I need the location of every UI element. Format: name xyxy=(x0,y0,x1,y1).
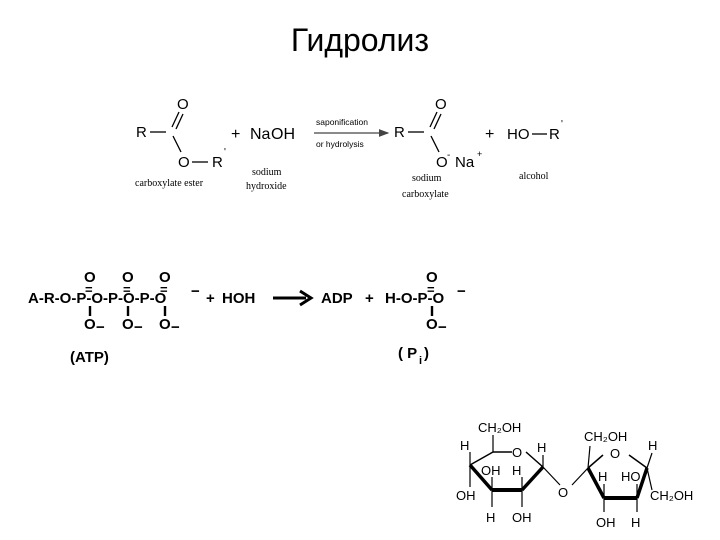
arrow-label-saponification: saponification xyxy=(316,117,368,127)
glycosidic-bond-1 xyxy=(542,466,561,486)
atp-o-charge-2: − xyxy=(134,319,143,336)
label-pi-open: ( P xyxy=(398,345,417,362)
alcohol-r: R xyxy=(549,126,560,143)
ester-r-prime: R xyxy=(212,154,223,171)
glucose-ring-bond-1 xyxy=(469,451,494,466)
fructose-h-1: H xyxy=(648,438,657,453)
atp-water: HOH xyxy=(222,290,255,307)
atp-o-top-2: O xyxy=(122,269,134,286)
product-o-top: O xyxy=(435,96,447,113)
glucose-ring-bond-6 xyxy=(468,463,494,492)
ester-r: R xyxy=(136,124,147,141)
atp-terminal-charge: − xyxy=(191,283,200,300)
fructose-h-3: H xyxy=(631,515,640,530)
label-carboxylate: carboxylate xyxy=(402,189,449,200)
atp-double-bond-3: = xyxy=(160,282,168,297)
label-atp: (ATP) xyxy=(70,349,109,366)
plus-sign-1: + xyxy=(231,126,240,143)
pi-o-bottom: O xyxy=(426,316,438,333)
glucose-oh-2: OH xyxy=(456,488,476,503)
ester-o-bottom: O xyxy=(178,154,190,171)
plus-sign-2: + xyxy=(485,126,494,143)
fructose-ring-oxygen: O xyxy=(610,446,620,461)
product-double-bond-a xyxy=(429,111,438,128)
pi-chain: H-O-P-O xyxy=(385,290,444,307)
glucose-h-1: H xyxy=(460,438,469,453)
arrow-label-hydrolysis: or hydrolysis xyxy=(316,139,364,149)
glycosidic-bond-2 xyxy=(571,467,589,486)
atp-double-bond-2: = xyxy=(123,282,131,297)
reaction-arrow-2-head xyxy=(299,289,314,307)
product-r: R xyxy=(394,124,405,141)
slide-title: Гидролиз xyxy=(290,22,430,58)
product-minus-charge: - xyxy=(447,150,450,161)
label-hydroxide: hydroxide xyxy=(246,181,287,192)
atp-o-bottom-1: O xyxy=(84,316,96,333)
sodium-symbol: Na xyxy=(250,126,271,143)
label-pi-close: ) xyxy=(424,345,429,362)
atp-o-bottom-3: O xyxy=(159,316,171,333)
glucose-ch2oh: CH₂OH xyxy=(478,420,521,435)
label-sodium-1: sodium xyxy=(252,167,282,178)
label-carboxylate-ester: carboxylate ester xyxy=(135,178,204,189)
product-double-bond-b xyxy=(433,113,442,130)
atp-o-charge-3: − xyxy=(171,319,180,336)
glycosidic-oxygen: O xyxy=(558,485,568,500)
glucose-h-4: H xyxy=(486,510,495,525)
atp-plus-sign-2: + xyxy=(365,290,374,307)
product-plus-charge: + xyxy=(477,149,482,159)
fructose-ring-bond-1 xyxy=(587,454,604,469)
fructose-ring-bond-5 xyxy=(586,467,606,499)
glucose-oh-1: OH xyxy=(481,463,501,478)
pi-terminal-charge: − xyxy=(457,283,466,300)
fructose-oh: OH xyxy=(596,515,616,530)
product-bond-o xyxy=(430,135,440,153)
atp-double-bond-1: = xyxy=(85,282,93,297)
glucose-ring-oxygen: O xyxy=(512,445,522,460)
label-pi-subscript: i xyxy=(419,355,422,367)
atp-chain: A-R-O-P-O-P-O-P-O xyxy=(28,290,167,307)
fructose-c5-h-bond xyxy=(646,452,653,469)
ester-double-bond-a xyxy=(171,111,180,128)
atp-plus-sign-1: + xyxy=(206,290,215,307)
hydroxide-symbol: OH xyxy=(271,126,295,143)
ester-prime-mark: ' xyxy=(224,147,226,158)
fructose-ring-bond-3 xyxy=(635,467,649,499)
alcohol-ho: HO xyxy=(507,126,530,143)
ester-bond-o xyxy=(172,135,182,153)
fructose-ring-bond-2 xyxy=(628,454,648,469)
alcohol-prime-mark: ' xyxy=(561,119,563,130)
atp-o-bottom-2: O xyxy=(122,316,134,333)
product-o-bottom: O xyxy=(436,154,448,171)
glucose-h-2: H xyxy=(537,440,546,455)
fructose-ho: HO xyxy=(621,469,641,484)
pi-double-bond: = xyxy=(427,282,435,297)
atp-o-charge-1: − xyxy=(96,319,105,336)
ester-double-bond-b xyxy=(175,113,184,130)
fructose-c2-ch2oh-bond xyxy=(587,445,591,469)
ester-reaction: R O O R ' carboxylate ester + Na OH sodi… xyxy=(135,96,563,200)
label-alcohol: alcohol xyxy=(519,171,549,182)
glucose-h-3: H xyxy=(512,463,521,478)
atp-o-top-1: O xyxy=(84,269,96,286)
atp-o-top-3: O xyxy=(159,269,171,286)
adp-label: ADP xyxy=(321,290,353,307)
product-sodium: Na xyxy=(455,154,475,171)
ester-o-top: O xyxy=(177,96,189,113)
glucose-ring-bond-3 xyxy=(525,451,544,468)
pi-o-charge: − xyxy=(438,319,447,336)
fructose-h-2: H xyxy=(598,469,607,484)
atp-reaction: O = O = O = A-R-O-P-O-P-O-P-O − O − O − … xyxy=(28,269,466,367)
fructose-ch2oh-1: CH₂OH xyxy=(584,429,627,444)
fructose-c5-ch2oh-bond xyxy=(646,467,653,491)
pi-o-top: O xyxy=(426,269,438,286)
glucose-oh-3: OH xyxy=(512,510,532,525)
fructose-ch2oh-2: CH₂OH xyxy=(650,488,693,503)
glucose-ring-bond-4 xyxy=(520,465,545,492)
sucrose-structure: O CH₂OH H H OH H OH H OH O O CH₂OH H H xyxy=(456,420,693,530)
label-sodium-2: sodium xyxy=(412,173,442,184)
